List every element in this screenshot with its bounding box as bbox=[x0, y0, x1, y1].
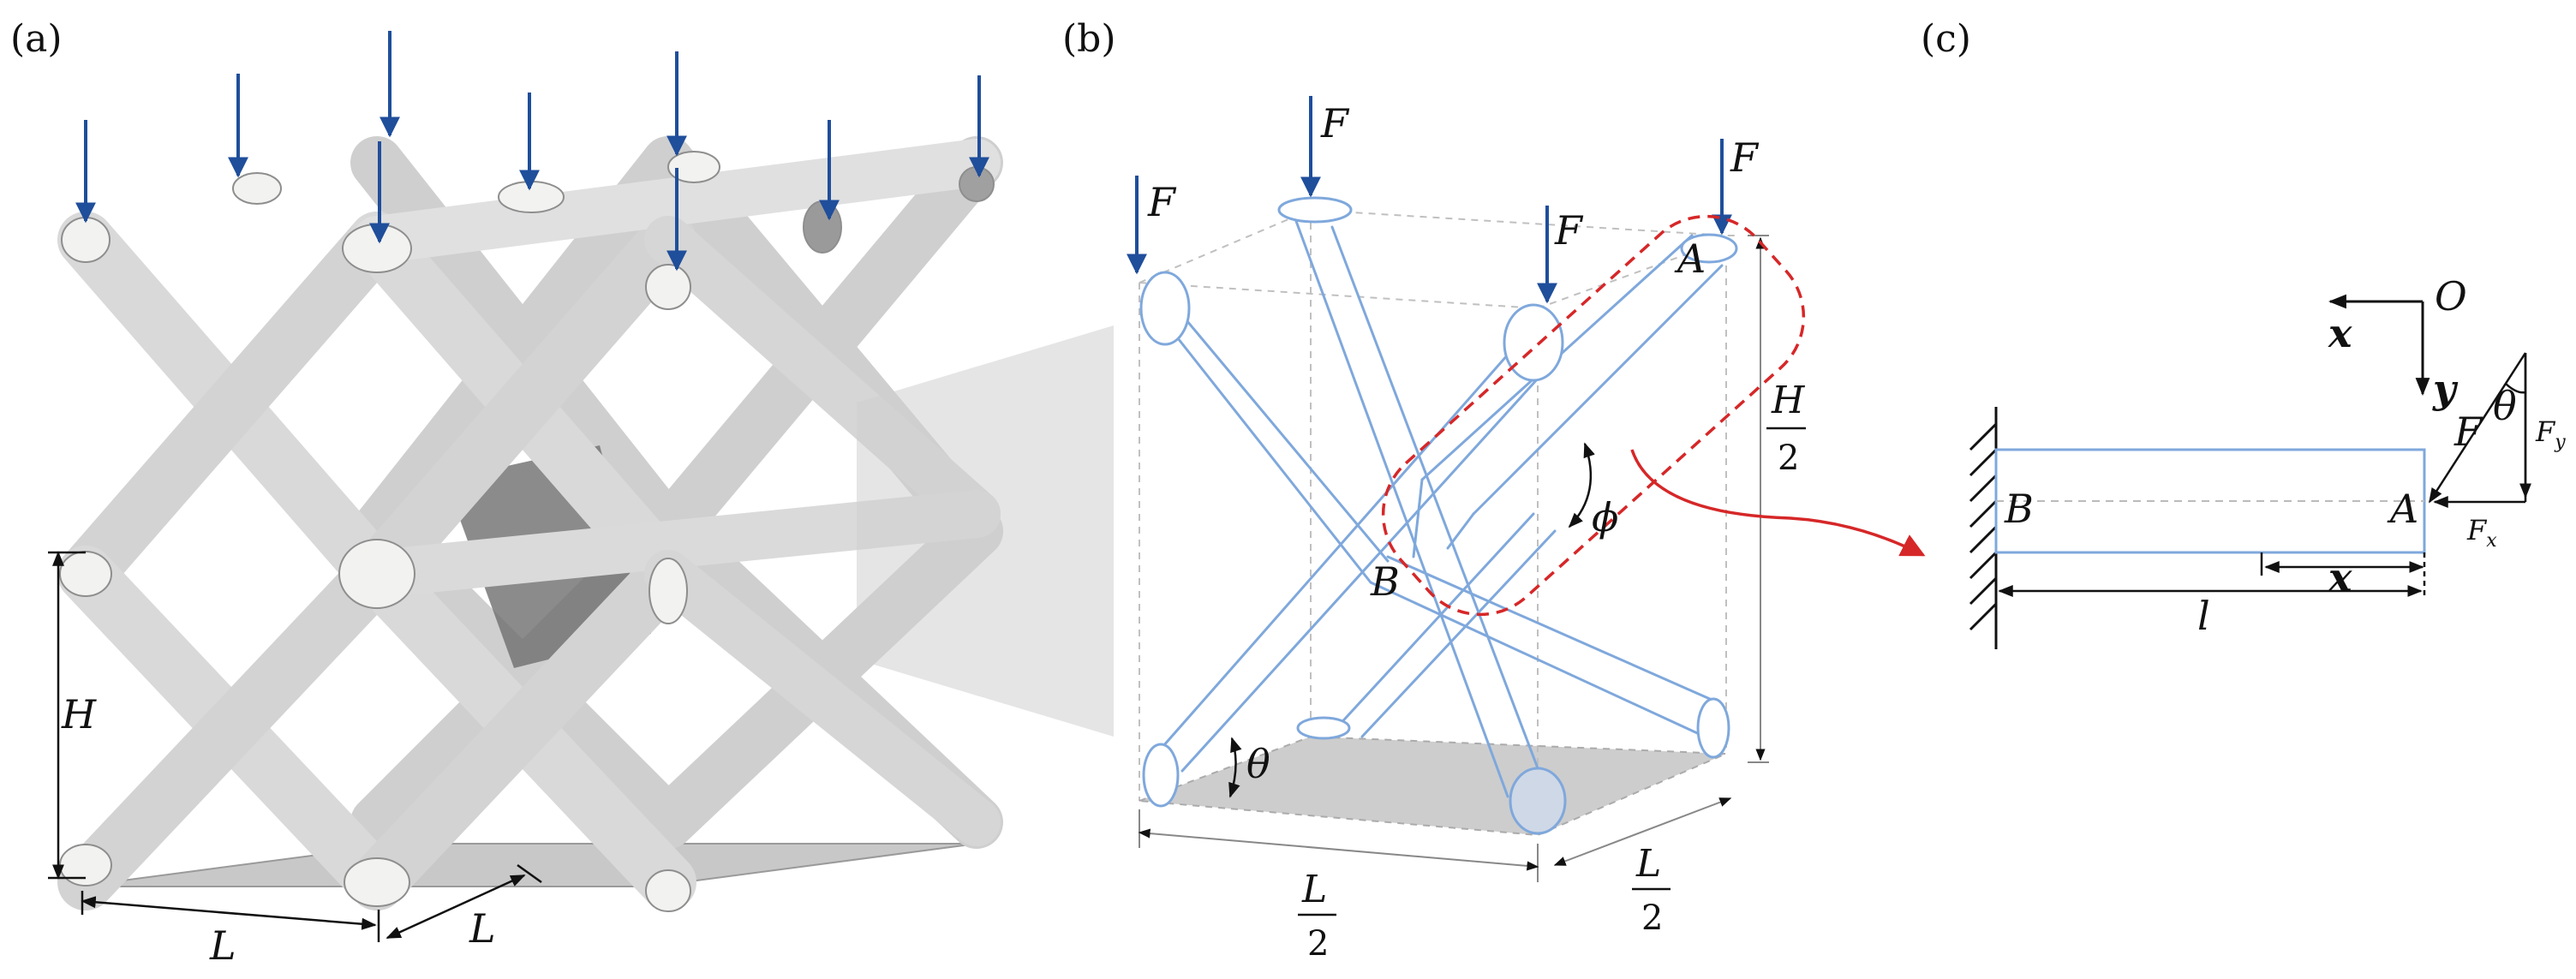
dim-L2-depth-num: L bbox=[1635, 842, 1661, 886]
beam-point-A: A bbox=[2387, 486, 2418, 532]
force-F-label: F bbox=[2453, 409, 2483, 455]
dim-L-front bbox=[81, 891, 380, 942]
dim-l bbox=[1998, 552, 2426, 600]
panel-a: (a) bbox=[10, 17, 1114, 969]
force-triangle bbox=[2428, 352, 2531, 508]
dim-L2-front-num: L bbox=[1301, 868, 1327, 911]
lattice-base-plate bbox=[76, 843, 977, 887]
axis-y-label: y bbox=[2432, 366, 2459, 412]
fixed-wall bbox=[1969, 407, 1998, 649]
axis-x-label: x bbox=[2328, 310, 2352, 356]
panel-a-label: (a) bbox=[10, 17, 63, 61]
panel-b: (b) bbox=[1062, 17, 1926, 964]
dim-H bbox=[48, 551, 86, 880]
zoom-projection bbox=[857, 325, 1114, 737]
force-label-1: F bbox=[1147, 179, 1177, 225]
dim-H2-den: 2 bbox=[1778, 439, 1799, 478]
dim-x-label: x bbox=[2328, 554, 2352, 600]
angle-phi-arc bbox=[1568, 442, 1595, 528]
dim-L2-depth-den: 2 bbox=[1641, 898, 1663, 938]
lattice-load-arrows bbox=[75, 31, 989, 272]
panel-c: (c) O x y B A bbox=[1921, 17, 2566, 649]
dim-L2-front-den: 2 bbox=[1307, 924, 1329, 964]
angle-theta-arc bbox=[1228, 737, 1242, 798]
dim-H2-num: H bbox=[1771, 379, 1806, 422]
strut-end-caps bbox=[1139, 196, 1738, 835]
angle-phi-label: ϕ bbox=[1592, 494, 1618, 540]
dim-L-front-label: L bbox=[209, 922, 236, 969]
dim-L-depth-label: L bbox=[469, 905, 496, 952]
dim-H2 bbox=[1748, 235, 1769, 763]
coordinate-axes bbox=[2328, 294, 2430, 397]
strut-wireframe bbox=[1155, 212, 1724, 798]
panel-b-label: (b) bbox=[1062, 17, 1116, 61]
dim-L2-depth bbox=[1553, 797, 1732, 866]
angle-theta-label: θ bbox=[1246, 741, 1270, 787]
connector-arrow bbox=[1630, 449, 1926, 557]
dim-x bbox=[2260, 552, 2424, 576]
dim-L2-front bbox=[1138, 809, 1539, 882]
axis-origin-label: O bbox=[2435, 273, 2467, 319]
dim-H-label: H bbox=[61, 691, 97, 737]
point-A-label: A bbox=[1674, 236, 1706, 282]
force-theta-label: θ bbox=[2493, 383, 2517, 429]
dim-L-depth bbox=[386, 863, 542, 940]
dim-l-label: l bbox=[2197, 593, 2210, 639]
force-label-2: F bbox=[1320, 100, 1350, 146]
force-Fy-label: Fy bbox=[2535, 415, 2566, 453]
force-label-4: F bbox=[1730, 134, 1760, 181]
force-label-3: F bbox=[1554, 207, 1584, 254]
force-arrows bbox=[1127, 96, 1732, 304]
unit-cell-base bbox=[1139, 735, 1727, 837]
force-Fx-label: Fx bbox=[2466, 514, 2497, 552]
panel-c-label: (c) bbox=[1921, 17, 1971, 61]
point-B-label: B bbox=[1370, 558, 1400, 605]
beam-point-B: B bbox=[2004, 486, 2034, 532]
unit-cell-box bbox=[1139, 208, 1739, 835]
